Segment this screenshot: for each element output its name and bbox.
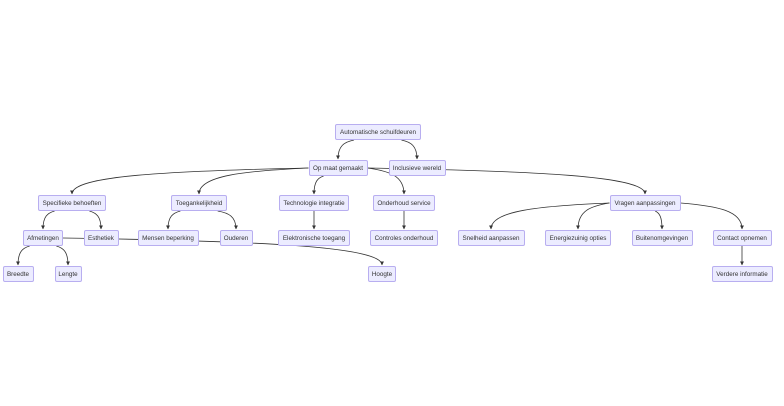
node-vragen[interactable]: Vragen aanpassingen <box>609 195 681 211</box>
node-controles[interactable]: Controles onderhoud <box>370 230 438 246</box>
edge-afmetingen-lengte <box>56 245 70 266</box>
node-opmaat[interactable]: Op maat gemaakt <box>308 160 368 176</box>
edge-toegankelijk-ouderen <box>217 210 238 230</box>
node-snelheid[interactable]: Snelheid aanpassen <box>457 230 525 246</box>
node-breedte[interactable]: Breedte <box>2 266 34 282</box>
node-ouderen[interactable]: Ouderen <box>219 230 253 246</box>
node-contact[interactable]: Contact opnemen <box>712 230 772 246</box>
node-auto[interactable]: Automatische schuifdeuren <box>335 124 421 140</box>
node-afmetingen[interactable]: Afmetingen <box>23 230 63 246</box>
edge-afmetingen-breedte <box>16 245 30 266</box>
node-inclusief[interactable]: Inclusieve wereld <box>388 160 446 176</box>
edge-specifiek-esthetiek <box>89 210 103 230</box>
edge-vragen-energie <box>576 202 610 230</box>
edge-toegankelijk-mensen <box>166 210 181 230</box>
node-esthetiek[interactable]: Esthetiek <box>83 230 119 246</box>
edge-specifiek-afmetingen <box>41 210 55 230</box>
edge-opmaat-technologie <box>312 175 324 195</box>
edge-auto-inclusief <box>401 139 419 160</box>
edge-vragen-snelheid <box>489 202 610 230</box>
node-buiten[interactable]: Buitenomgevingen <box>631 230 693 246</box>
edge-opmaat-toegankelijk <box>197 167 309 195</box>
edge-auto-opmaat <box>336 139 355 160</box>
node-elektronisch[interactable]: Elektronische toegang <box>278 230 350 246</box>
node-technologie[interactable]: Technologie integratie <box>279 195 349 211</box>
node-energie[interactable]: Energiezuinig opties <box>545 230 611 246</box>
edge-vragen-contact <box>680 202 744 230</box>
node-hoogte[interactable]: Hoogte <box>368 266 396 282</box>
node-toegankelijk[interactable]: Toegankelijkheid <box>171 195 227 211</box>
edge-opmaat-specifiek <box>70 167 309 195</box>
edge-vragen-buiten <box>655 210 664 230</box>
node-mensen[interactable]: Mensen beperking <box>137 230 199 246</box>
node-verdere[interactable]: Verdere informatie <box>711 266 773 282</box>
node-onderhoud[interactable]: Onderhoud service <box>373 195 435 211</box>
node-specifiek[interactable]: Specifieke behoeften <box>38 195 106 211</box>
node-lengte[interactable]: Lengte <box>54 266 82 282</box>
